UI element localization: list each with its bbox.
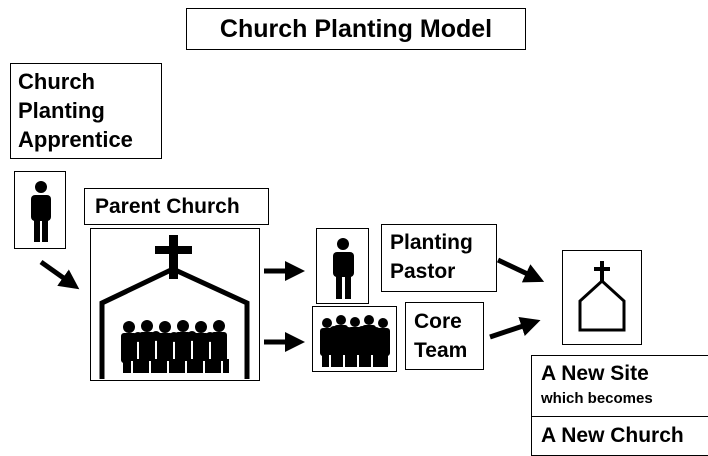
apprentice-label-line: Church — [18, 69, 95, 94]
small-church-icon — [578, 261, 626, 332]
arrow-team-to-new-church — [489, 316, 541, 340]
arrow-pastor-to-new-church — [496, 257, 545, 283]
page-title: Church Planting Model — [186, 8, 526, 50]
person-icon — [333, 238, 354, 299]
core-team-label-line: Team — [414, 339, 468, 362]
parent-church-label: Parent Church — [84, 188, 269, 225]
new-site-subtitle: which becomes — [541, 390, 653, 407]
apprentice-label-line: Planting — [18, 98, 105, 123]
apprentice-figure-box — [14, 171, 66, 249]
new-site-label: A New Site which becomes — [531, 355, 708, 417]
new-church-figure-box — [562, 250, 642, 345]
planting-pastor-label: Planting Pastor — [381, 224, 497, 292]
core-team-label-line: Core — [414, 310, 462, 333]
parent-church-figure-box — [90, 228, 260, 381]
church-building-with-congregation-icon — [99, 235, 250, 379]
planting-pastor-label-line: Pastor — [390, 260, 456, 283]
person-icon — [31, 181, 51, 242]
pastor-figure-box — [316, 228, 369, 304]
apprentice-label: Church Planting Apprentice — [10, 63, 162, 159]
core-team-figure-box — [312, 306, 397, 372]
core-team-label: Core Team — [405, 302, 484, 370]
planting-pastor-label-line: Planting — [390, 231, 473, 254]
apprentice-label-line: Apprentice — [18, 127, 133, 152]
new-site-title: A New Site — [541, 362, 649, 385]
arrow-apprentice-to-parent — [39, 259, 80, 290]
group-of-people-icon — [320, 315, 390, 367]
